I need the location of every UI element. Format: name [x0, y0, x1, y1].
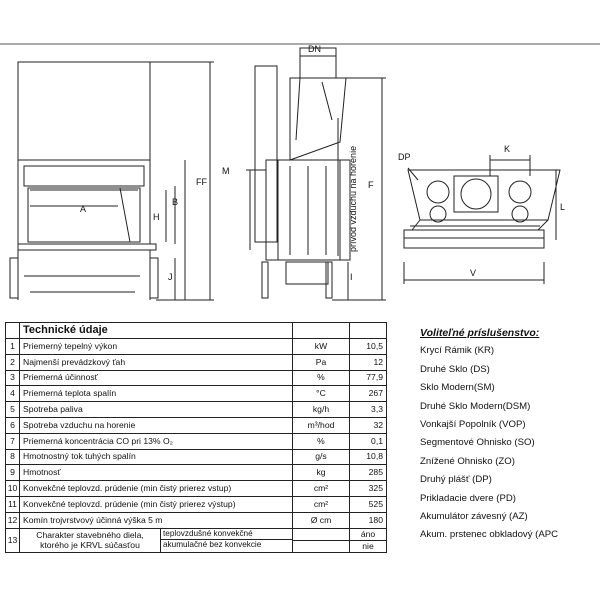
dimension-label-k: K: [504, 144, 510, 154]
list-item: Akumulátor závesný (AZ): [420, 511, 528, 523]
table-row: 7 Priemerná koncentrácia CO pri 13% O₂ %…: [5, 432, 387, 450]
list-item: Sklo Modern(SM): [420, 382, 495, 394]
top-view-labels: DP K L V: [398, 144, 565, 278]
front-view: [9, 61, 214, 301]
table-row: 5 Spotreba paliva kg/h 3,3: [5, 401, 387, 418]
list-item: Druhý plášť (DP): [420, 474, 492, 486]
dimension-label-i: I: [350, 272, 353, 282]
accessories-title: Voliteľné príslušenstvo:: [420, 327, 540, 339]
side-view: [246, 47, 386, 301]
dimension-label-a: A: [80, 204, 86, 214]
table-row: 4 Priemerná teplota spalín °C 267: [5, 385, 387, 403]
side-view-labels: DN M F I prívod vzduchu na horenie: [222, 44, 374, 282]
table-row: 11 Konvekčné teplovzd. prúdenie (min čis…: [5, 495, 387, 513]
list-item: Druhé Sklo Modern(DSM): [420, 400, 531, 412]
table-row: 8 Hmotnostný tok tuhých spalín g/s 10,8: [5, 448, 387, 466]
table-row: 2 Najmenší prevádzkový ťah Pa 12: [5, 353, 387, 371]
table-header-row: Technické údaje: [5, 322, 387, 339]
accessories-list: Voliteľné príslušenstvo: Krycí Rámik (KR…: [420, 323, 600, 545]
dimension-label-dn: DN: [308, 44, 321, 54]
list-item: Prikladacie dvere (PD): [420, 492, 516, 504]
top-view: [403, 155, 561, 284]
technical-drawing: A H B FF J DN M F I prívod vzduch: [0, 43, 600, 301]
dimension-label-l: L: [560, 202, 565, 212]
table-row: 1 Priemerný tepelný výkon kW 10,5: [5, 338, 387, 355]
list-item: Druhé Sklo (DS): [420, 363, 490, 375]
table-row: 9 Hmotnosť kg 285: [5, 464, 387, 482]
table-row-building-type: 13 Charakter stavebného diela, ktorého j…: [5, 527, 387, 553]
table-row: 3 Priemerná účinnosť % 77,9: [5, 369, 387, 387]
table-row: 12 Komín trojvrstvový účinná výška 5 m Ø…: [5, 511, 387, 529]
dimension-label-dp: DP: [398, 152, 411, 162]
dimension-label-j: J: [168, 272, 173, 282]
list-item: Krycí Rámik (KR): [420, 345, 495, 357]
list-item: Vonkajší Popolník (VOP): [420, 419, 526, 431]
dimension-label-v: V: [470, 268, 476, 278]
table-row: 10 Konvekčné teplovzd. prúdenie (min čis…: [5, 480, 387, 497]
list-item: Akum. prstenec obkladový (APC: [420, 529, 559, 541]
dimension-label-h: H: [153, 212, 160, 222]
table-row: 6 Spotreba vzduchu na horenie m³/hod 32: [5, 416, 387, 434]
table-title: Technické údaje: [19, 322, 293, 339]
dimension-label-m: M: [222, 166, 230, 176]
list-item: Znížené Ohnisko (ZO): [420, 455, 515, 467]
dimension-label-b: B: [172, 197, 178, 207]
air-intake-label: prívod vzduchu na horenie: [348, 146, 358, 252]
dimension-label-f: F: [368, 180, 374, 190]
list-item: Segmentové Ohnisko (SO): [420, 437, 535, 449]
technical-data-table: Technické údaje 1 Priemerný tepelný výko…: [5, 322, 387, 553]
front-view-labels: A H B FF J: [80, 177, 207, 282]
dimension-label-ff: FF: [196, 177, 207, 187]
